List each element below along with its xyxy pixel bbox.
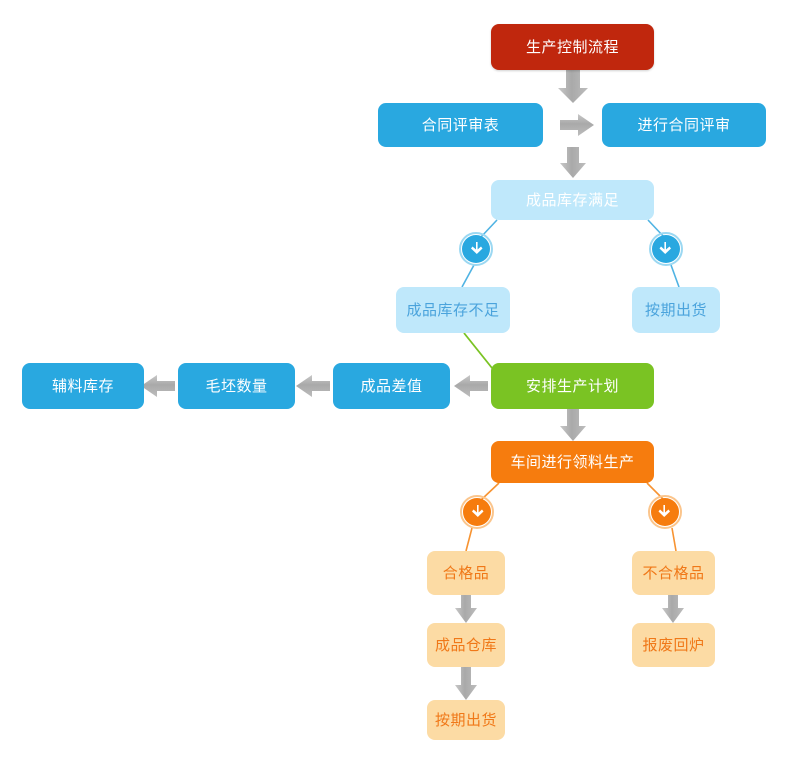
turn-arrow-down-left-icon[interactable] xyxy=(459,232,493,266)
node-unqualified[interactable]: 不合格品 xyxy=(632,551,715,595)
node-label: 成品库存满足 xyxy=(525,191,619,209)
node-blank-qty[interactable]: 毛坯数量 xyxy=(178,363,295,409)
node-contract-review[interactable]: 进行合同评审 xyxy=(602,103,766,147)
icon-ring xyxy=(459,232,493,266)
node-label: 车间进行领料生产 xyxy=(510,453,635,471)
node-scrap-remelt[interactable]: 报废回炉 xyxy=(632,623,715,667)
edge-plan-to-workshop xyxy=(560,409,586,441)
node-label: 进行合同评审 xyxy=(637,116,731,134)
node-label: 成品仓库 xyxy=(434,636,497,654)
node-plan-production[interactable]: 安排生产计划 xyxy=(491,363,654,409)
node-ship-on-time-1[interactable]: 按期出货 xyxy=(632,287,720,333)
edge-unqualified-to-scrap xyxy=(662,595,684,623)
icon-ring xyxy=(460,495,494,529)
node-label: 不合格品 xyxy=(642,564,705,582)
turn-arrow-down-left-icon[interactable] xyxy=(460,495,494,529)
node-label: 生产控制流程 xyxy=(525,38,619,56)
turn-arrow-down-right-icon[interactable] xyxy=(649,232,683,266)
icon-ring xyxy=(648,495,682,529)
icon-ring xyxy=(649,232,683,266)
node-product-diff[interactable]: 成品差值 xyxy=(333,363,450,409)
node-stock-short[interactable]: 成品库存不足 xyxy=(396,287,510,333)
node-label: 按期出货 xyxy=(434,711,497,729)
node-label: 成品库存不足 xyxy=(406,301,500,319)
edge-stock-ok-branches xyxy=(461,219,680,288)
edge-contract-to-stock-ok xyxy=(560,147,586,178)
edge-product-diff-to-blank-qty xyxy=(296,375,330,397)
node-ship-on-time-2[interactable]: 按期出货 xyxy=(427,700,505,740)
node-stock-ok[interactable]: 成品库存满足 xyxy=(491,180,654,220)
node-warehouse[interactable]: 成品仓库 xyxy=(427,623,505,667)
node-label: 按期出货 xyxy=(644,301,707,319)
node-contract-form[interactable]: 合同评审表 xyxy=(378,103,543,147)
node-qualified[interactable]: 合格品 xyxy=(427,551,505,595)
node-label: 成品差值 xyxy=(360,377,423,395)
edge-stock-short-to-plan xyxy=(463,332,493,369)
node-aux-stock[interactable]: 辅料库存 xyxy=(22,363,144,409)
node-label: 合格品 xyxy=(442,564,490,582)
edge-contract-form-to-review xyxy=(560,114,594,136)
node-start[interactable]: 生产控制流程 xyxy=(491,24,654,70)
node-label: 安排生产计划 xyxy=(525,377,619,395)
node-label: 毛坯数量 xyxy=(205,377,268,395)
turn-arrow-down-right-icon[interactable] xyxy=(648,495,682,529)
node-workshop[interactable]: 车间进行领料生产 xyxy=(491,441,654,483)
edge-workshop-branches xyxy=(465,482,677,552)
edge-qualified-to-warehouse xyxy=(455,595,477,623)
edge-blank-qty-to-aux-stock xyxy=(141,375,175,397)
node-label: 合同评审表 xyxy=(421,116,500,134)
node-label: 辅料库存 xyxy=(51,377,114,395)
edge-warehouse-to-ship xyxy=(455,667,477,700)
edge-start-to-contract-form xyxy=(558,70,588,103)
edge-plan-to-product-diff xyxy=(454,375,488,397)
node-label: 报废回炉 xyxy=(642,636,705,654)
